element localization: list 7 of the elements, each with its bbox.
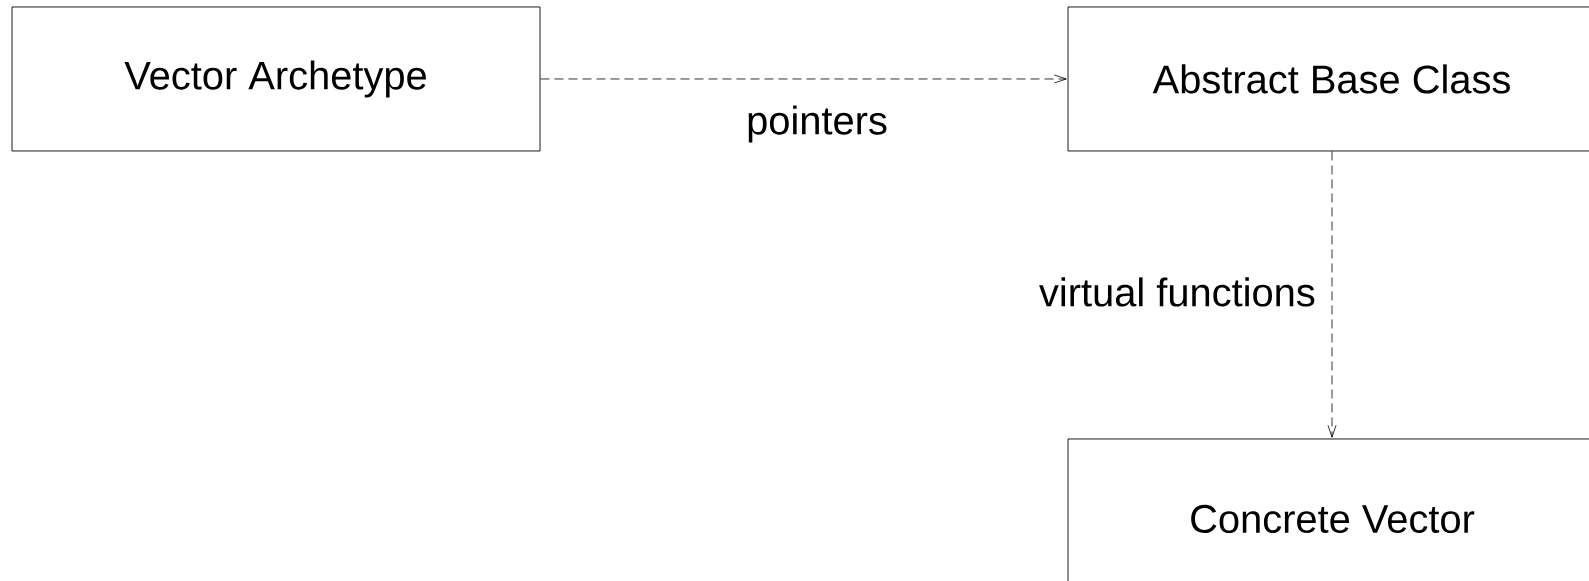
edge-label: virtual functions [1036,275,1318,309]
class-box: Concrete Vector [1067,438,1589,581]
class-box: Vector Archetype [11,6,541,152]
dashed-arrow [540,74,1067,84]
edge-label: pointers [744,103,890,145]
dashed-arrow [1327,151,1337,438]
class-box: Abstract Base Class [1067,6,1589,152]
